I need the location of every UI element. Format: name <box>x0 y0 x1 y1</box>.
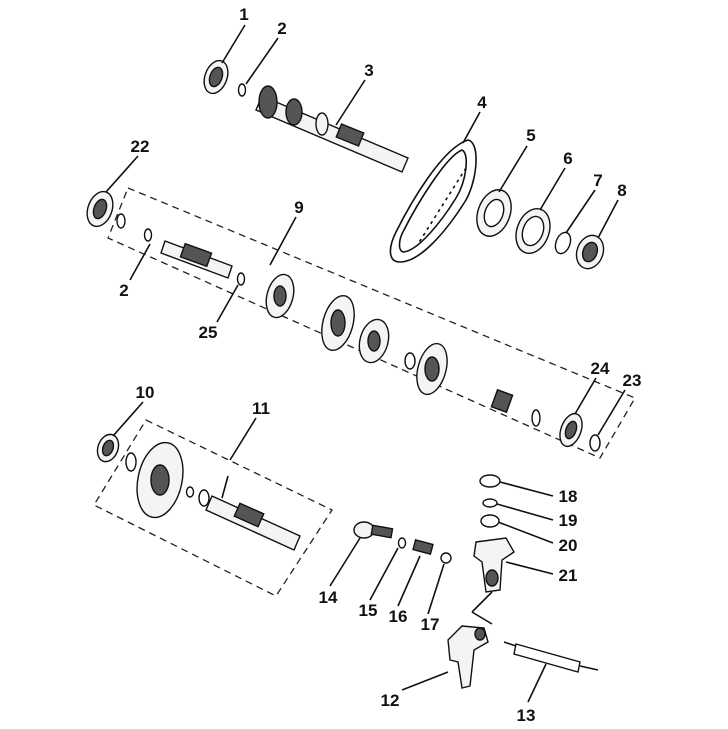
callout-17: 17 <box>421 615 440 634</box>
gear-countershaft-1 <box>265 273 295 319</box>
callout-11: 11 <box>252 399 270 418</box>
output-gear-part-11 <box>136 441 184 519</box>
needle-bearing-countershaft <box>490 388 514 414</box>
callout-6: 6 <box>563 149 572 168</box>
callout-18: 18 <box>559 487 578 506</box>
washer-part-20 <box>480 514 500 528</box>
callout-13: 13 <box>517 706 536 725</box>
countershaft-assembly-outline <box>107 187 636 459</box>
washer-countershaft-end <box>531 409 541 427</box>
callout-2-lower: 2 <box>119 281 128 300</box>
callout-16: 16 <box>389 607 408 626</box>
drive-chain-part-4 <box>389 139 477 263</box>
seal-part-6 <box>515 208 551 254</box>
washer-part-18 <box>479 474 501 488</box>
washer-countershaft <box>404 352 416 370</box>
callout-15: 15 <box>359 601 378 620</box>
detent-bolt-part-14 <box>353 521 394 539</box>
ring-output-1 <box>185 486 195 498</box>
leader-lines <box>105 24 626 703</box>
bushing-part-8 <box>575 234 605 270</box>
bearing-part-10 <box>96 433 120 463</box>
washer-22 <box>116 213 126 229</box>
callout-25: 25 <box>199 323 218 342</box>
bearing-part-24 <box>559 412 583 448</box>
countershaft-part-9 <box>160 240 233 279</box>
ring-output-2 <box>198 489 210 507</box>
callout-12: 12 <box>381 691 400 710</box>
callout-22: 22 <box>131 137 150 156</box>
spring-part-16 <box>412 538 434 556</box>
bearing-part-1 <box>203 59 229 95</box>
shift-fork-part-12 <box>447 625 489 689</box>
output-shaft <box>205 475 301 551</box>
bearing-part-5 <box>476 189 512 237</box>
ball-part-17 <box>440 552 452 564</box>
callout-19: 19 <box>559 511 578 530</box>
washer-part-2-top <box>237 83 247 97</box>
input-shaft-part-3 <box>255 85 409 173</box>
gear-countershaft-2 <box>321 294 355 352</box>
washer-output <box>125 452 137 472</box>
dog-gear-countershaft <box>358 318 390 364</box>
callout-4: 4 <box>477 93 487 112</box>
shift-rod-part-13 <box>503 641 599 673</box>
output-shaft-assembly-outline <box>93 419 333 597</box>
callout-14: 14 <box>319 588 338 607</box>
washer-part-15 <box>397 537 407 549</box>
callout-9: 9 <box>294 198 303 217</box>
callout-1: 1 <box>239 5 248 24</box>
callout-7: 7 <box>593 171 602 190</box>
callout-20: 20 <box>559 536 578 555</box>
o-ring-part-7 <box>554 231 572 255</box>
callout-23: 23 <box>623 371 642 390</box>
callout-2-top: 2 <box>277 19 286 38</box>
gear-countershaft-3 <box>416 342 448 396</box>
callout-10: 10 <box>136 383 155 402</box>
callout-8: 8 <box>617 181 626 200</box>
callout-24: 24 <box>591 359 610 378</box>
callout-5: 5 <box>526 126 535 145</box>
o-ring-part-19 <box>482 498 498 508</box>
shift-drum-part-21 <box>471 537 515 625</box>
callout-21: 21 <box>559 566 578 585</box>
circlip-part-25 <box>236 272 246 286</box>
callout-3: 3 <box>364 61 373 80</box>
bearing-part-22 <box>86 190 114 228</box>
washer-part-23 <box>589 434 601 452</box>
washer-part-2-lower <box>143 228 153 242</box>
